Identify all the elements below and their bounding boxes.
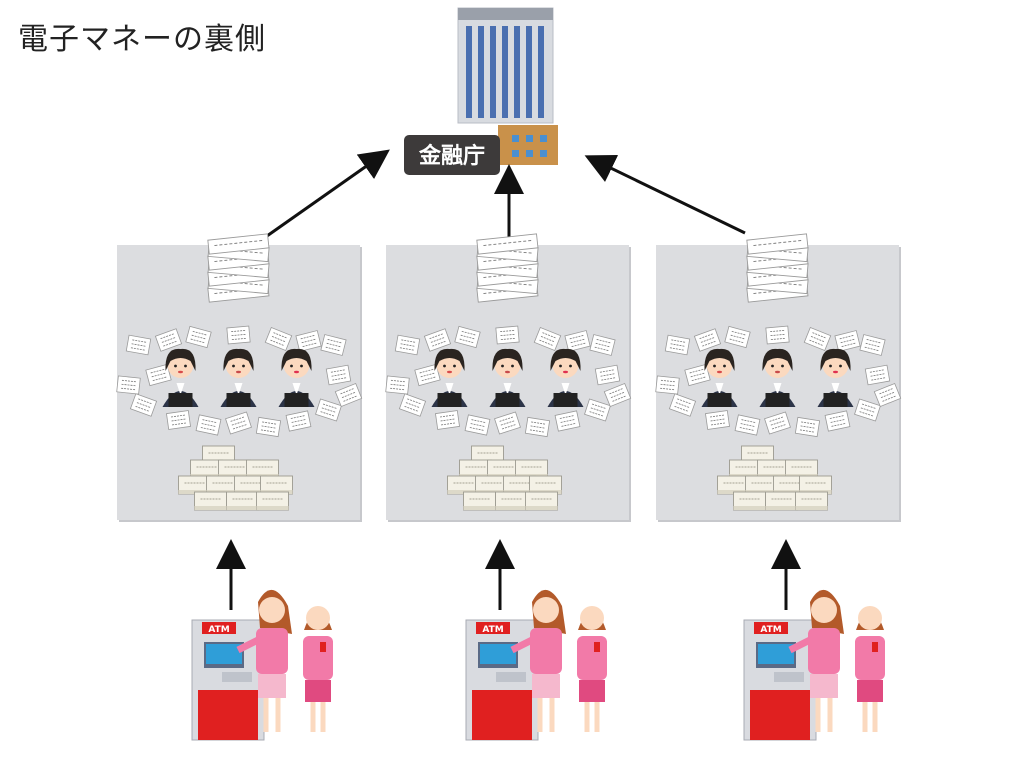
office-worker-icon <box>547 348 584 407</box>
customer-woman-icon <box>236 589 292 732</box>
company-panel <box>116 233 363 522</box>
office-worker-icon <box>701 348 738 407</box>
customer-woman-icon <box>303 606 333 732</box>
customer-woman-icon <box>788 589 844 732</box>
banknote-stack-icon <box>717 445 832 511</box>
regulator-label: 金融庁 <box>418 143 485 169</box>
office-worker-icon <box>759 348 796 407</box>
company-panel <box>385 233 632 522</box>
document-stack-icon <box>207 233 270 303</box>
scattered-documents <box>385 325 632 438</box>
office-worker-icon <box>162 348 199 407</box>
office-worker-icon <box>817 348 854 407</box>
slide-title: 電子マネーの裏側 <box>18 22 266 57</box>
banknote-stack-icon <box>178 445 293 511</box>
svg-text:ATM: ATM <box>482 625 503 635</box>
atm-with-customers: ATM <box>465 589 607 741</box>
svg-text:ATM: ATM <box>760 625 781 635</box>
customer-woman-icon <box>855 606 885 732</box>
scattered-documents <box>116 325 363 438</box>
document-stack-icon <box>476 233 539 303</box>
regulator-building: 金融庁 <box>404 7 558 175</box>
svg-text:ATM: ATM <box>208 625 229 635</box>
document-stack-icon <box>746 233 809 303</box>
customer-woman-icon <box>510 589 566 732</box>
office-worker-icon <box>431 348 468 407</box>
arrow-company1-to-regulator <box>256 149 390 245</box>
atm-with-customers: ATM <box>191 589 333 741</box>
arrow-company3-to-regulator <box>584 154 746 235</box>
office-worker-icon <box>489 348 526 407</box>
regulator-badge <box>404 135 500 175</box>
office-building-icon <box>457 7 558 165</box>
scattered-documents <box>655 325 902 438</box>
banknote-stack-icon <box>447 445 562 511</box>
office-worker-icon <box>278 348 315 407</box>
atm-icon: ATM <box>191 619 265 741</box>
atm-with-customers: ATM <box>743 589 885 741</box>
atm-icon: ATM <box>465 619 539 741</box>
atm-icon: ATM <box>743 619 817 741</box>
office-worker-icon <box>220 348 257 407</box>
company-panel <box>655 233 902 522</box>
customer-woman-icon <box>577 606 607 732</box>
